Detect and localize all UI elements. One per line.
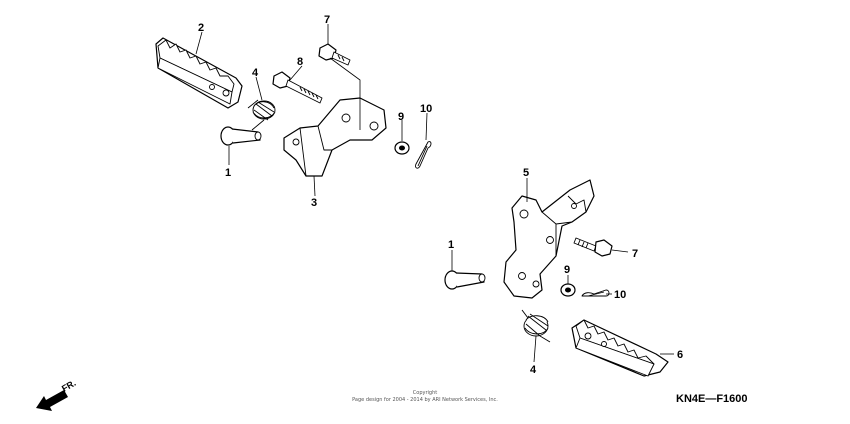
footpeg-lower <box>571 319 669 377</box>
callout-5: 5 <box>523 167 529 179</box>
callout-7: 7 <box>632 248 638 260</box>
pin-lower <box>444 270 486 290</box>
arrow-icon <box>36 390 68 411</box>
direction-label: FR. <box>60 378 78 394</box>
callout-9: 9 <box>398 111 404 123</box>
bolt-long-upper <box>272 71 323 104</box>
callout-10: 10 <box>614 289 626 301</box>
callout-labels: 2 4 7 8 9 10 1 3 5 1 7 9 10 4 6 <box>198 14 683 376</box>
copyright-line-2: Page design for 2004 - 2014 by ARI Netwo… <box>352 397 498 403</box>
callout-4: 4 <box>252 67 259 79</box>
bracket-upper <box>283 97 387 177</box>
callout-2: 2 <box>198 22 204 34</box>
spring-lower <box>521 309 551 343</box>
leader-lines-lower <box>451 178 674 363</box>
callout-10: 10 <box>420 103 432 115</box>
bolt-short-upper <box>318 43 351 66</box>
cotter-pin-lower <box>581 289 610 297</box>
callout-6: 6 <box>677 349 683 361</box>
callout-3: 3 <box>311 197 317 209</box>
bracket-lower <box>503 179 595 299</box>
spring-upper <box>247 99 276 131</box>
callout-1: 1 <box>448 239 454 251</box>
diagram-code: KN4E—F1600 <box>676 393 748 405</box>
pin-upper <box>220 126 262 146</box>
callout-9: 9 <box>564 264 570 276</box>
copyright-line-1: Copyright <box>413 390 437 396</box>
cotter-pin-upper <box>415 141 432 169</box>
footpeg-upper <box>155 37 243 109</box>
callout-1: 1 <box>225 167 231 179</box>
washer-lower <box>560 283 576 297</box>
callout-8: 8 <box>297 56 303 68</box>
leader-lines-upper <box>195 24 428 197</box>
callout-4: 4 <box>530 364 537 376</box>
bolt-lower <box>573 237 613 257</box>
washer-upper <box>394 141 410 155</box>
copyright-notice: Copyright Page design for 2004 - 2014 by… <box>352 390 498 403</box>
front-direction-arrow: FR. <box>36 378 78 411</box>
callout-7: 7 <box>324 14 330 26</box>
